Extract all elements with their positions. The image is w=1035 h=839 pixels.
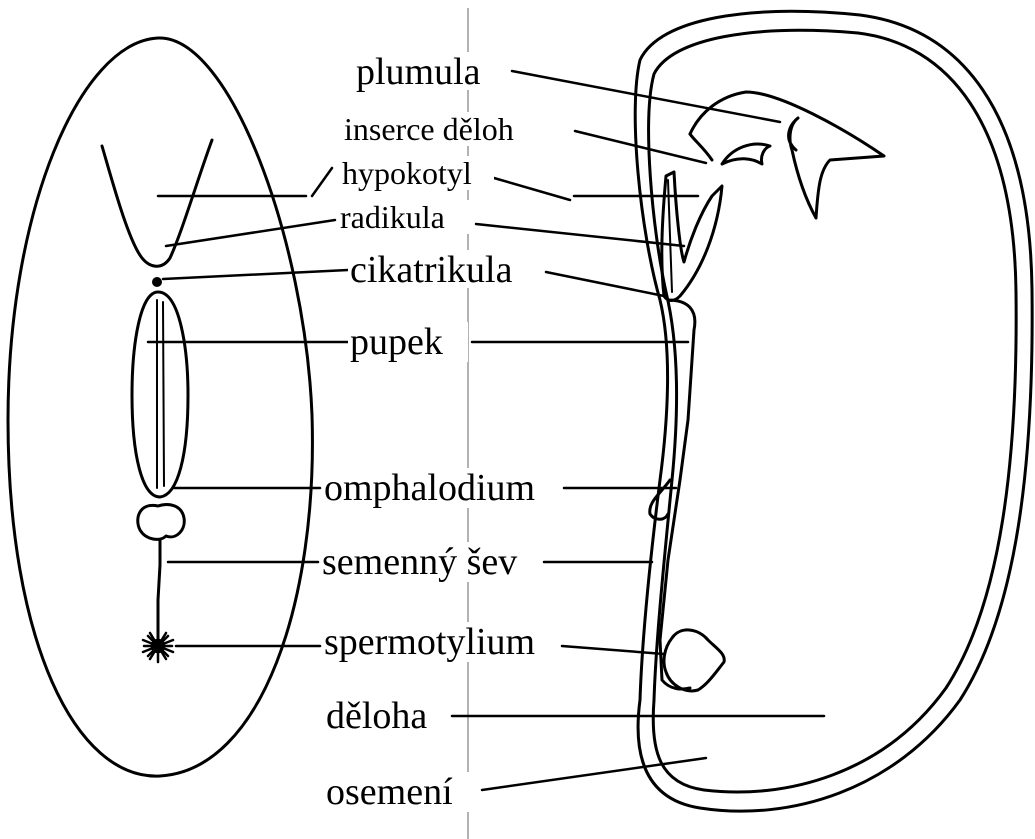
left-seed-outline [8,38,312,776]
leader-cikatrikula-left [163,270,348,279]
leader-plumula [512,71,780,122]
label-omphalodium: omphalodium [324,467,535,509]
right-seed-coat-inner [649,30,1017,792]
labels: plumula inserce děloh hypokotyl radikula… [320,51,562,813]
left-hilum-outer [132,292,188,497]
leader-cikatrikula-right [546,272,664,296]
leader-radikula-right [476,224,684,246]
right-spermotylium-knob [664,630,724,691]
label-osemeni: osemení [326,771,453,813]
left-raphe-line [158,540,160,640]
right-seed-section [635,11,1032,811]
left-spermotylium-star [143,632,173,662]
left-hilum-inner-line-2 [163,302,164,486]
left-omphalodium-lobe [138,505,185,540]
left-seed-view [8,38,312,776]
leader-inserce-deloh [575,131,706,163]
leader-osemeni [482,758,706,790]
label-hypokotyl: hypokotyl [342,155,472,191]
leader-radikula-left [166,220,335,246]
left-radicle-pocket [102,140,212,266]
left-cicatricle-dot [152,277,162,287]
label-plumula: plumula [356,51,481,93]
right-plumule-stalk [690,134,712,160]
leader-spermotylium-right [562,646,664,654]
leader-hypokotyl-left-b [312,168,332,196]
label-spermotylium: spermotylium [324,621,535,663]
label-cikatrikula: cikatrikula [350,249,513,291]
leader-hypokotyl-right-a [494,178,570,200]
label-radikula: radikula [340,199,445,235]
label-deloha: děloha [326,695,427,737]
label-inserce-deloh: inserce děloh [344,111,514,147]
label-semenny-sev: semenný šev [322,541,517,583]
label-pupek: pupek [350,321,443,363]
